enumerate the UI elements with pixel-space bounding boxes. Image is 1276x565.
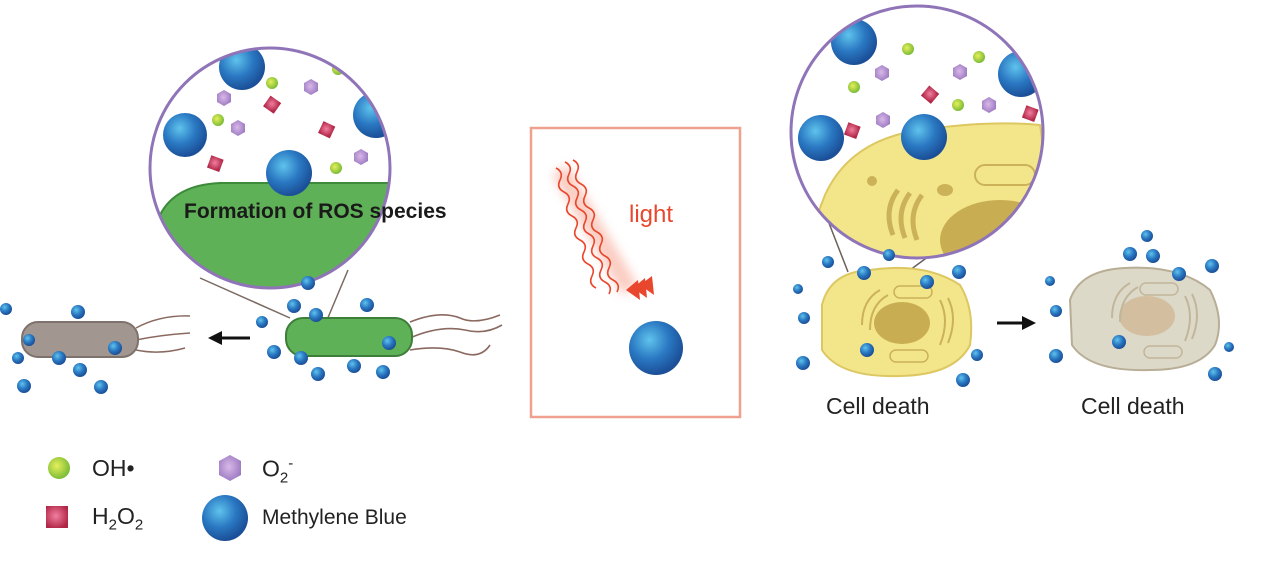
dead-cell	[1068, 266, 1220, 372]
legend-h2o2-sub1: 2	[108, 516, 117, 534]
legend-o2-text: O	[262, 455, 280, 482]
dead-bacterium	[21, 315, 191, 358]
light-label: light	[629, 201, 674, 228]
legend-o2-sub: 2	[279, 469, 289, 487]
methylene-blue-icon	[202, 495, 248, 541]
arrow-right-icon	[997, 316, 1036, 330]
oh-radical-icon	[48, 457, 70, 479]
cell-death-label-1: Cell death	[826, 393, 930, 419]
legend-oh-text: OH	[92, 455, 127, 481]
legend-hydrogen-peroxide: H2O2	[92, 503, 143, 534]
methylene-blue-particles-left	[0, 276, 396, 394]
cell-death-label-2: Cell death	[1081, 393, 1185, 419]
legend-h2o2-h: H	[92, 503, 109, 529]
superoxide-icon	[219, 455, 241, 481]
legend-methylene-blue: Methylene Blue	[262, 506, 407, 530]
ros-formation-title: Formation of ROS species	[184, 200, 447, 223]
arrow-left-icon	[208, 331, 250, 345]
legend-o2-sup: -	[288, 455, 294, 472]
legend-mb-text: Methylene Blue	[262, 506, 407, 529]
legend-h2o2-sub2: 2	[134, 516, 144, 534]
legend-h2o2-o: O	[116, 503, 135, 529]
light-panel	[529, 126, 742, 419]
live-cell	[821, 266, 973, 378]
legend-superoxide: O2-	[262, 455, 293, 486]
cell-zoom-circle	[789, 4, 1045, 273]
arrowhead-icon	[626, 276, 654, 300]
light-wave-icon	[555, 159, 620, 295]
hydrogen-peroxide-icon	[46, 506, 68, 528]
methylene-blue-molecule	[629, 321, 683, 375]
legend-oh-radical: OH•	[92, 455, 135, 482]
legend	[46, 455, 248, 541]
methylene-blue-particles-right	[793, 230, 1234, 387]
legend-oh-dot: •	[126, 455, 135, 481]
bacteria-zoom-circle	[148, 46, 392, 321]
live-bacterium	[285, 314, 503, 357]
